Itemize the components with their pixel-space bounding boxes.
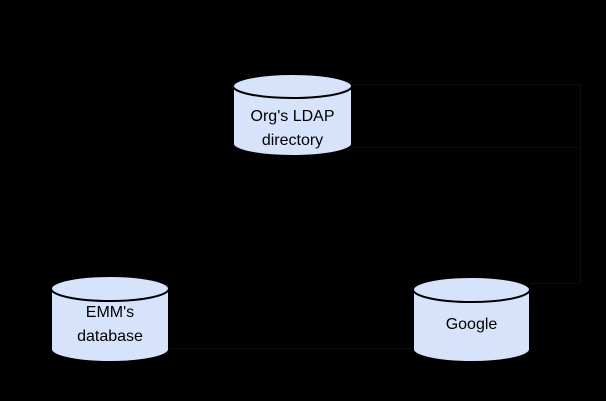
node-label: EMM's database: [50, 301, 170, 349]
node-label: Org's LDAP directory: [232, 105, 353, 153]
node-label-line1: Org's LDAP: [250, 108, 335, 125]
connector-google-right: [531, 283, 580, 284]
database-cylinder-icon: [232, 73, 353, 157]
node-label-line2: database: [77, 328, 143, 345]
connector-ldap-to-right-bottom: [353, 147, 580, 148]
node-label-line2: directory: [261, 132, 324, 149]
connector-ldap-to-right-top: [353, 84, 580, 85]
node-ldap-directory: Org's LDAP directory: [232, 73, 353, 157]
database-cylinder-icon: [412, 276, 531, 363]
node-label-line1: EMM's: [85, 304, 135, 321]
database-cylinder-icon: [50, 275, 170, 363]
node-emm-database: EMM's database: [50, 275, 170, 363]
connector-emm-to-google: [170, 348, 412, 349]
node-label-line1: Google: [445, 316, 498, 333]
connector-right-vertical: [580, 84, 581, 283]
node-label: Google: [412, 313, 531, 337]
node-google: Google: [412, 276, 531, 363]
